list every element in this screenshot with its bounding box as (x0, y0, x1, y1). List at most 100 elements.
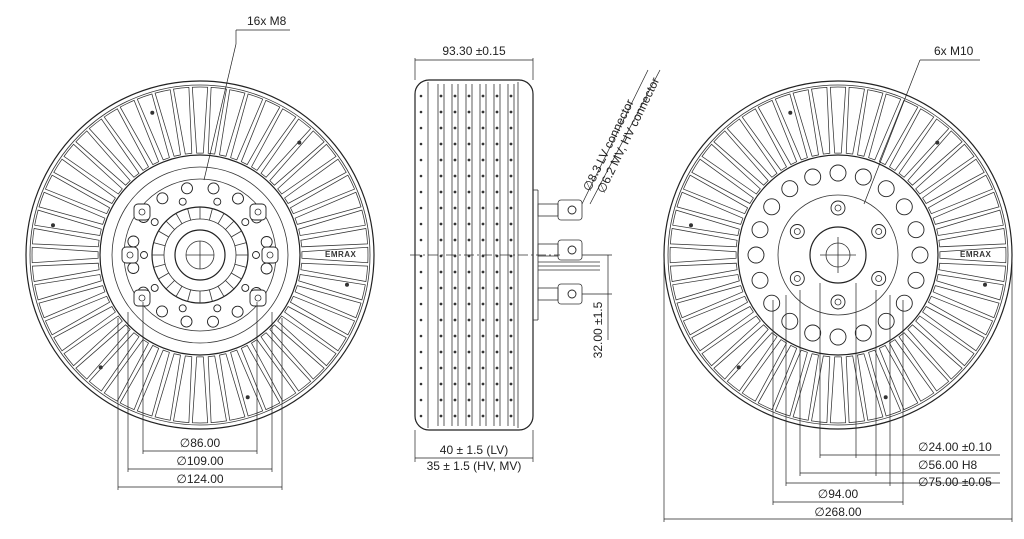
side-fin-dot (481, 382, 485, 386)
cooling-fin (207, 87, 227, 155)
cooling-fin (119, 99, 160, 166)
cooling-fin (878, 99, 919, 166)
side-fin-dot (439, 238, 443, 242)
rim-hole (245, 395, 250, 400)
side-fin-dot (495, 366, 499, 370)
vent-hole (763, 198, 781, 216)
rear-inner-ring (777, 194, 899, 316)
side-fin-dot (439, 318, 443, 322)
side-flange-dot (419, 350, 423, 354)
rear-dim-94: ∅94.00 (818, 487, 859, 501)
spline-tooth (225, 280, 235, 290)
front-dim-124: ∅124.00 (176, 472, 223, 486)
cooling-fin (939, 246, 1007, 264)
side-fin-dot (453, 398, 457, 402)
side-flange-dot (419, 286, 423, 290)
side-fin-dot (439, 142, 443, 146)
cooling-fin (682, 295, 749, 336)
rear-dim-268: ∅268.00 (814, 505, 861, 519)
spline-tooth (225, 220, 235, 230)
m8-bolt-hole (181, 182, 193, 195)
cooling-fin (240, 99, 281, 166)
side-fin-dot (467, 110, 471, 114)
side-fin-dot (481, 126, 485, 130)
side-flange-dot (419, 366, 423, 370)
mount-clamp-hole (266, 251, 274, 259)
m10-bolt-thread (834, 204, 842, 212)
mount-clamp-hole (254, 294, 262, 302)
cooling-fin (53, 158, 116, 204)
cooling-fin (53, 306, 116, 352)
inner-bolt-hole (150, 283, 159, 292)
cooling-fin (277, 315, 337, 367)
side-fin-dot (453, 238, 457, 242)
cooling-fin (63, 315, 123, 367)
cooling-fin (915, 315, 975, 367)
side-fin-dot (481, 350, 485, 354)
mount-clamp-hole (138, 208, 146, 216)
side-fin-dot (467, 142, 471, 146)
spline-tooth (158, 272, 169, 280)
front-thread-callout: 16x M8 (247, 14, 287, 28)
cooling-fin (154, 353, 181, 421)
side-fin-dot (453, 126, 457, 130)
vent-hole (895, 294, 913, 312)
vent-hole (854, 168, 872, 186)
cooling-fin (154, 89, 181, 157)
side-fin-dot (453, 302, 457, 306)
cooling-fin (811, 87, 831, 155)
side-flange-dot (419, 190, 423, 194)
side-leader-1 (581, 69, 649, 205)
side-fin-dot (481, 142, 485, 146)
vent-hole (804, 168, 822, 186)
cooling-fin (676, 191, 744, 225)
cooling-fin (289, 174, 356, 215)
side-fin-dot (453, 318, 457, 322)
side-bottom-dim-1: 40 ± 1.5 (LV) (440, 443, 508, 457)
cooling-fin (119, 344, 160, 411)
cooling-fin (75, 130, 131, 186)
cooling-fin (136, 349, 170, 417)
spline-tooth (208, 289, 213, 302)
cooling-fin (932, 285, 1000, 319)
cooling-fin (691, 158, 754, 204)
cooling-fin (915, 143, 975, 195)
side-fin-dot (453, 366, 457, 370)
side-fin-dot (509, 110, 513, 114)
cooling-fin (774, 93, 808, 161)
cooling-fin (845, 355, 865, 423)
cooling-fin (868, 93, 902, 161)
side-fin-dot (509, 302, 513, 306)
mount-clamp (249, 203, 267, 221)
cooling-fin (857, 353, 884, 421)
side-fin-dot (453, 222, 457, 226)
cooling-fin (219, 89, 246, 157)
side-fin-dot (481, 158, 485, 162)
spline-tooth (234, 242, 247, 247)
rear-callout-leader (863, 59, 921, 205)
side-flange-dot (419, 398, 423, 402)
side-fin-dot (495, 398, 499, 402)
side-fin-dot (509, 382, 513, 386)
side-fin-dot (495, 142, 499, 146)
side-fin-dot (481, 110, 485, 114)
front-callout-leader (203, 43, 237, 181)
cooling-fin (173, 355, 193, 423)
side-fin-dot (467, 302, 471, 306)
side-fin-dot (495, 222, 499, 226)
front-outer-rim (25, 80, 375, 430)
side-fin-dot (453, 206, 457, 210)
cooling-fin (298, 209, 366, 236)
side-fin-dot (453, 110, 457, 114)
front-spline-inner (163, 218, 237, 292)
side-fin-dot (467, 158, 471, 162)
cooling-fin (277, 143, 337, 195)
rear-view: EMRAX 6x M10 ∅24.00 ±0.10 ∅56.00 H8 ∅75.… (663, 44, 1013, 522)
rim-hole (788, 110, 793, 115)
side-flange-dot (419, 254, 423, 258)
side-flange-dot (419, 158, 423, 162)
spline-tooth (158, 230, 169, 238)
cooling-fin (868, 349, 902, 417)
side-fin-dot (467, 238, 471, 242)
side-fin-dot (467, 174, 471, 178)
